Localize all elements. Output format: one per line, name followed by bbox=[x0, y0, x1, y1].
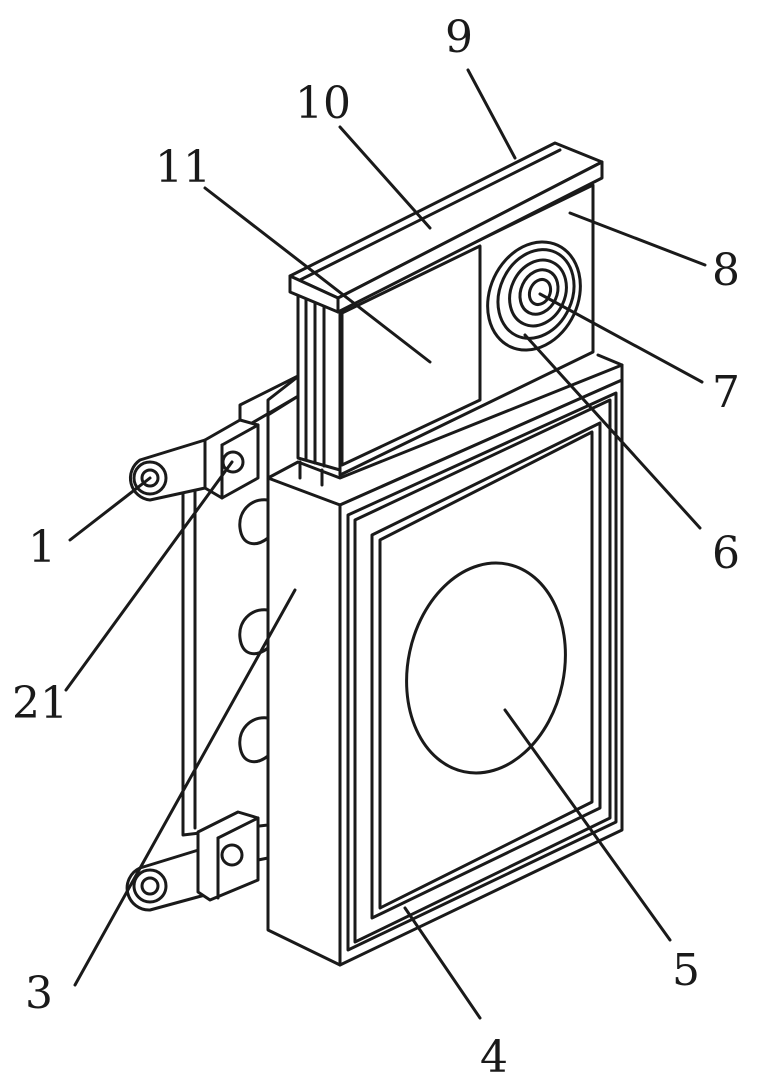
label-8: 8 bbox=[712, 245, 740, 296]
label-1: 1 bbox=[28, 522, 56, 573]
label-3: 3 bbox=[25, 968, 53, 1019]
label-11: 11 bbox=[155, 142, 211, 193]
label-5: 5 bbox=[672, 945, 700, 996]
front-panel bbox=[346, 391, 618, 952]
label-7: 7 bbox=[712, 367, 740, 418]
sliding-top-unit bbox=[288, 141, 604, 477]
camera-lens bbox=[486, 240, 582, 352]
display-circle bbox=[405, 561, 567, 775]
part-labels: 1 21 3 4 5 6 7 8 9 10 11 bbox=[12, 12, 740, 1083]
label-4: 4 bbox=[480, 1032, 508, 1083]
label-21: 21 bbox=[12, 678, 68, 729]
label-10: 10 bbox=[295, 78, 351, 129]
leader-lines bbox=[64, 68, 707, 1020]
label-6: 6 bbox=[712, 528, 740, 579]
label-9: 9 bbox=[445, 12, 473, 63]
